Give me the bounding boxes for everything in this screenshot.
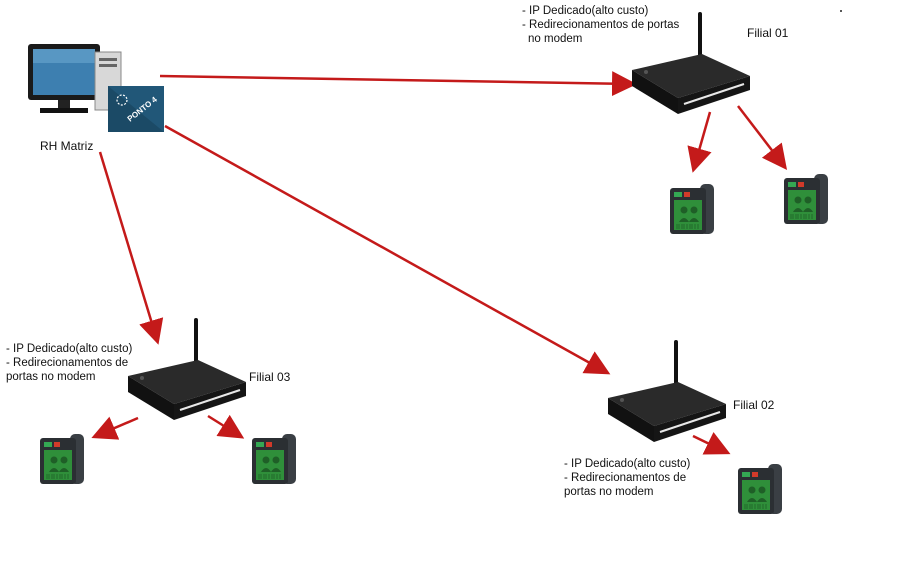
router-filial03-icon (126, 318, 248, 422)
filial01-note-line: - IP Dedicado(alto custo) (522, 5, 649, 17)
filial02-note-line: - Redirecionamentos de (564, 472, 687, 484)
arrow-matriz-to-filial01 (159, 71, 637, 97)
filial03-note-line: - IP Dedicado(alto custo) (6, 343, 133, 355)
timeclock-terminal-icon (669, 183, 715, 235)
filial03-label: Filial 03 (249, 370, 291, 384)
filial02-note-line: portas no modem (564, 486, 654, 498)
filial03-note-line: - Redirecionamentos de (6, 357, 129, 369)
arrow-filial02-terminal (692, 432, 731, 455)
timeclock-terminal-icon (251, 433, 297, 485)
filial02-note-line: - IP Dedicado(alto custo) (564, 458, 691, 470)
timeclock-terminal-icon (783, 173, 829, 225)
computer-icon (28, 44, 122, 113)
dot-mark (840, 10, 842, 12)
filial02-notes: - IP Dedicado(alto custo) - Redirecionam… (564, 457, 690, 499)
matriz-label: RH Matriz (40, 139, 94, 153)
filial02-label: Filial 02 (733, 398, 775, 412)
connection-arrows (91, 71, 788, 455)
arrow-filial01-terminal-b (737, 105, 788, 170)
arrow-filial03-terminal-a (91, 416, 139, 440)
arrow-filial01-terminal-a (687, 111, 712, 173)
filial01-notes: - IP Dedicado(alto custo) - Redirecionam… (522, 4, 679, 46)
filial01-note-line: no modem (528, 33, 583, 45)
ponto4-logo: PONTO 4 (108, 86, 164, 132)
filial03-notes: - IP Dedicado(alto custo) - Redirecionam… (6, 342, 132, 384)
arrow-matriz-to-filial03 (98, 151, 164, 345)
arrow-filial03-terminal-b (207, 414, 245, 439)
filial01-label: Filial 01 (747, 26, 789, 40)
timeclock-terminal-icon (737, 463, 783, 515)
filial03-note-line: portas no modem (6, 371, 96, 383)
arrow-matriz-to-filial02 (164, 124, 611, 375)
filial01-note-line: - Redirecionamentos de portas (522, 19, 680, 31)
timeclock-terminal-icon (39, 433, 85, 485)
router-filial02-icon (606, 340, 728, 444)
